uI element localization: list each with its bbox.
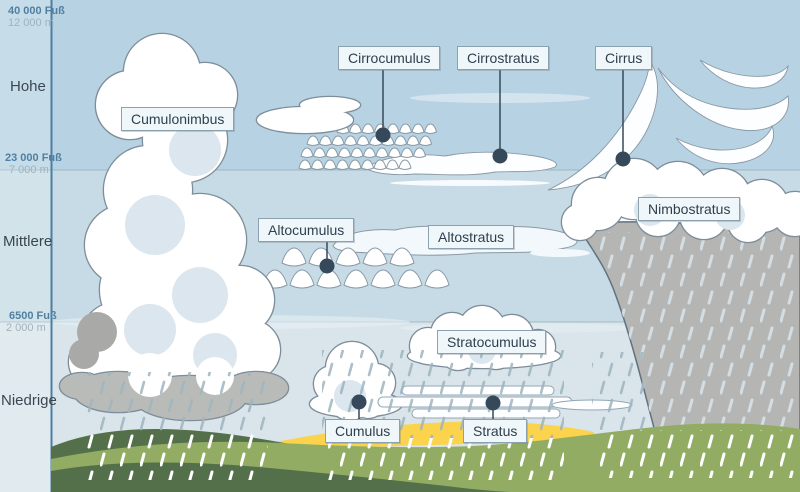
label-stratocumulus: Stratocumulus — [437, 330, 547, 354]
label-stratus: Stratus — [463, 419, 528, 443]
level-hohe: Hohe — [10, 78, 46, 95]
rain-under-cumulonimbus-ground — [86, 434, 268, 480]
altitude-2000m: 2 000 m — [6, 322, 46, 334]
altitude-12000m: 12 000 m — [8, 17, 54, 29]
altitude-7000m: 7 000 m — [9, 164, 49, 176]
rain-under-stratus-ground — [328, 438, 564, 480]
rain-left-of-nimbostratus — [592, 352, 646, 432]
label-pointers — [319, 68, 631, 419]
rain-under-nimbostratus-ground — [594, 430, 798, 478]
level-niedrige: Niedrige — [1, 392, 57, 409]
altitude-scale-panel — [0, 0, 51, 492]
label-cumulus: Cumulus — [325, 419, 401, 443]
cirrostratus-cloud — [365, 151, 557, 186]
label-altostratus: Altostratus — [428, 225, 515, 249]
level-mittlere: Mittlere — [3, 233, 53, 250]
label-nimbostratus: Nimbostratus — [638, 197, 741, 221]
altitude-6500ft: 6500 Fuß — [9, 310, 57, 322]
cumulonimbus-cloud — [58, 32, 362, 422]
rain-under-cumulonimbus-sky — [86, 372, 268, 434]
label-altocumulus: Altocumulus — [258, 218, 355, 242]
label-cirrostratus: Cirrostratus — [457, 46, 550, 70]
altitude-40000ft: 40 000 Fuß — [8, 5, 65, 17]
label-cumulonimbus: Cumulonimbus — [121, 107, 235, 131]
label-cirrus: Cirrus — [595, 46, 653, 70]
label-cirrocumulus: Cirrocumulus — [338, 46, 441, 70]
altitude-23000ft: 23 000 Fuß — [5, 152, 62, 164]
